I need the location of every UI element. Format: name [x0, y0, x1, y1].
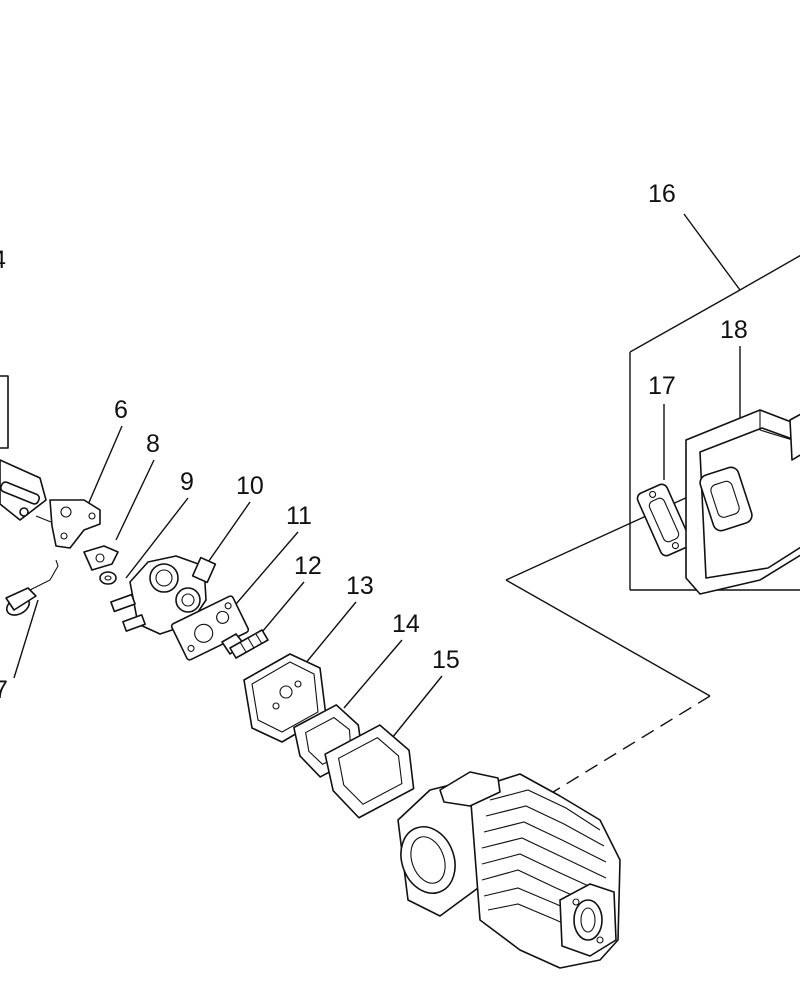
callout-17: 17	[648, 372, 676, 400]
leader-lines	[13, 213, 741, 739]
carburetor-10	[110, 555, 217, 635]
callout-8: 8	[146, 430, 160, 458]
callout-9: 9	[180, 468, 194, 496]
insulator-13	[243, 653, 327, 743]
callout-4: 4	[0, 246, 6, 274]
lever-8	[83, 545, 119, 571]
callout-13: 13	[346, 572, 374, 600]
washer-9	[99, 571, 117, 585]
carburetor-gasket-11	[170, 595, 250, 661]
callout-11: 11	[286, 502, 312, 530]
callout-7: 7	[0, 676, 8, 704]
callout-6: 6	[114, 396, 128, 424]
callout-18: 18	[720, 316, 748, 344]
callout-12: 12	[294, 552, 322, 580]
callout-16: 16	[648, 180, 676, 208]
gasket-15	[324, 724, 415, 819]
bracket-6	[49, 499, 101, 549]
muffler-18	[685, 409, 800, 595]
callout-14: 14	[392, 610, 420, 638]
bolt-12	[221, 629, 269, 659]
callout-15: 15	[432, 646, 460, 674]
cylinder	[397, 771, 621, 969]
callout-10: 10	[236, 472, 264, 500]
muffler-gasket-17	[636, 483, 692, 557]
throttle-linkage	[0, 375, 57, 525]
choke-knob-7	[5, 559, 59, 616]
